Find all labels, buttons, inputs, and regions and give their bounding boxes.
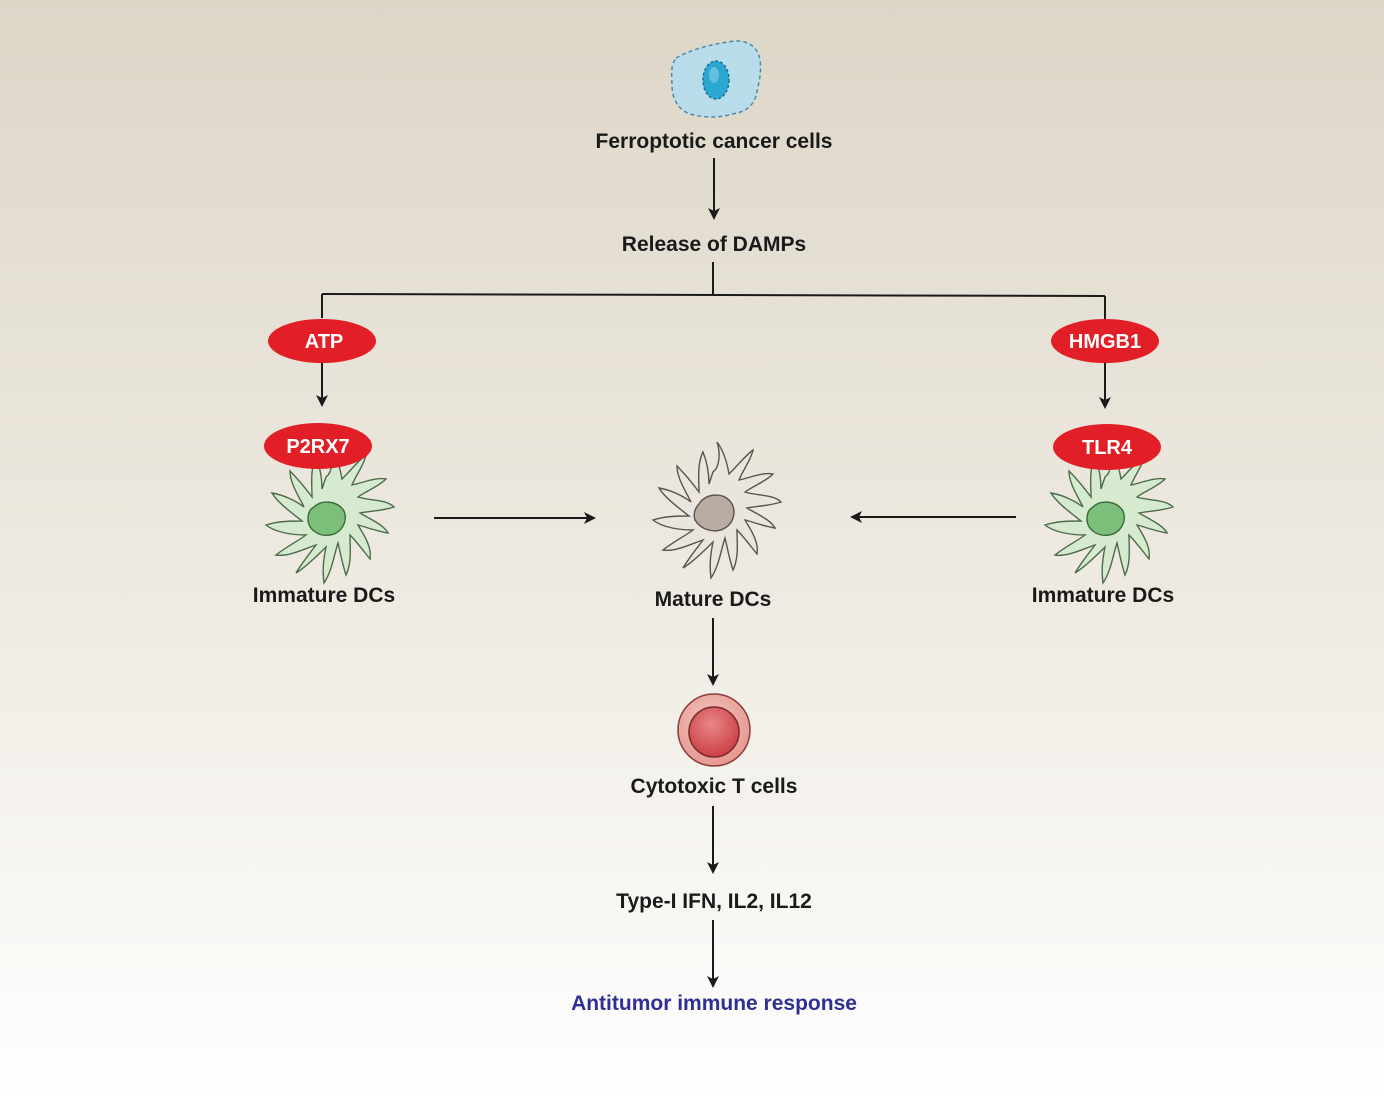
hmgb1-pill: HMGB1: [1051, 319, 1159, 363]
mature-dc-icon: [652, 441, 782, 579]
immature-dc-left-icon: [265, 446, 395, 584]
branch-connector: [321, 262, 1106, 320]
immature-dc-right-label: Immature DCs: [1032, 584, 1174, 607]
hmgb1-label: HMGB1: [1069, 331, 1141, 353]
immature-dc-right-icon: [1044, 446, 1174, 584]
tlr4-pill: TLR4: [1053, 424, 1161, 470]
tlr4-label: TLR4: [1082, 437, 1133, 459]
response-label: Antitumor immune response: [571, 992, 857, 1015]
cytotoxic-label: Cytotoxic T cells: [631, 775, 798, 798]
immature-dc-left-label: Immature DCs: [253, 584, 395, 607]
release-label: Release of DAMPs: [622, 233, 806, 256]
p2rx7-pill: P2RX7: [264, 423, 372, 469]
mature-dc-label: Mature DCs: [655, 588, 772, 611]
atp-label: ATP: [305, 331, 344, 353]
ferroptotic-label: Ferroptotic cancer cells: [596, 130, 833, 153]
cancer-cell-icon: [670, 40, 762, 118]
atp-pill: ATP: [268, 319, 376, 363]
p2rx7-label: P2RX7: [286, 436, 349, 458]
t-cell-icon: [677, 693, 751, 767]
cytokines-label: Type-I IFN, IL2, IL12: [616, 890, 812, 913]
